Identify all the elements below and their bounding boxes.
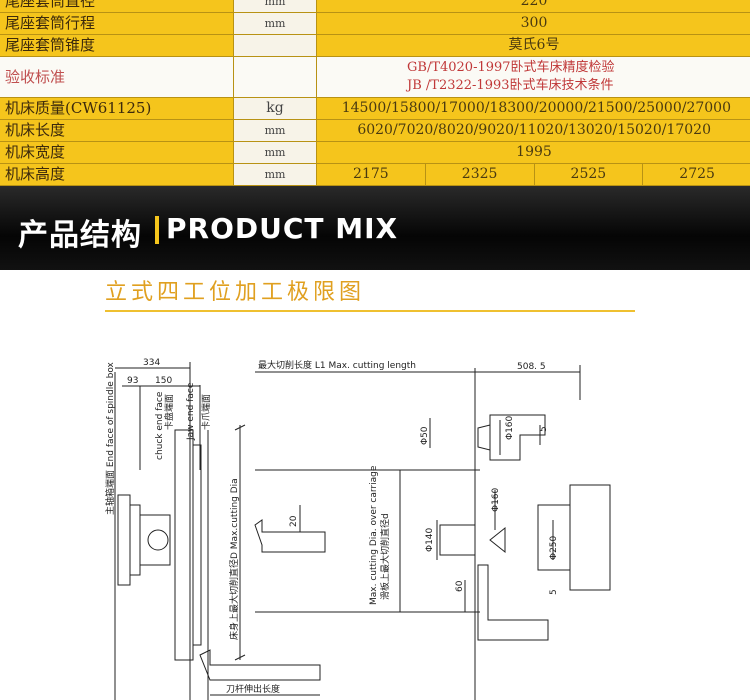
banner-title-en: PRODUCT MIX (166, 212, 399, 245)
label-tool-extension: 刀杆伸出长度 (226, 683, 280, 695)
height-value: 2175 (316, 163, 426, 186)
top-dimensions (114, 362, 581, 700)
row-value: 1995 (316, 141, 750, 164)
label-max-cutting-length: 最大切削长度 L1 Max. cutting length (258, 359, 416, 371)
label-chuck-face-en: chuck end face (155, 391, 165, 460)
dim-334: 334 (143, 358, 160, 368)
height-value: 2525 (533, 163, 644, 186)
tool-holder-lower: 60 (455, 564, 549, 641)
spec-table: 尾座套筒直径 mm 220 尾座套筒行程 mm 300 尾座套筒锥度 莫氏6号 … (0, 0, 750, 186)
table-row: 尾座套筒直径 mm 220 (0, 0, 750, 13)
row-value: 6020/7020/8020/9020/11020/13020/15020/17… (316, 119, 750, 142)
row-label: 尾座套筒行程 (0, 12, 234, 35)
heading-underline (105, 310, 635, 312)
banner-divider (155, 216, 159, 244)
row-label: 尾座套筒锥度 (0, 34, 234, 57)
dim-phi250: Φ250 (549, 535, 559, 560)
section-banner: 产品结构 PRODUCT MIX (0, 186, 750, 270)
height-value: 2725 (642, 163, 750, 186)
chuck-assembly (117, 429, 209, 700)
row-unit: mm (233, 0, 317, 13)
row-label: 机床长度 (0, 119, 234, 142)
table-row: 机床宽度 mm 1995 (0, 141, 750, 164)
label-jaw-face-en: Jaw end face (186, 382, 196, 441)
tool-holder-bottom: 刀杆伸出长度 (199, 649, 321, 696)
banner-title-cn: 产品结构 (18, 218, 142, 253)
row-label: 机床质量(CW61125) (0, 97, 234, 120)
tailstock: Φ50 Φ160 5 (420, 414, 549, 461)
center-work-row: Φ140 Φ160 Φ250 5 (425, 484, 611, 595)
dim-508-5: 508. 5 (517, 362, 546, 372)
row-value: 300 (316, 12, 750, 35)
bed-outline (255, 469, 480, 613)
row-label: 机床宽度 (0, 141, 234, 164)
dim-phi140: Φ140 (425, 527, 435, 552)
table-row: 机床长度 mm 6020/7020/8020/9020/11020/13020/… (0, 119, 750, 142)
dim-phi160-mid: Φ160 (491, 487, 501, 512)
table-row: 尾座套筒行程 mm 300 (0, 12, 750, 35)
row-label: 尾座套筒直径 (0, 0, 234, 13)
row-value: 14500/15800/17000/18300/20000/21500/2500… (316, 97, 750, 120)
row-unit (233, 34, 317, 57)
dim-20: 20 (289, 515, 299, 527)
dim-5-top: 5 (539, 426, 549, 432)
row-unit: mm (233, 141, 317, 164)
dim-150: 150 (155, 376, 172, 386)
bed-diameter-dimension (234, 424, 246, 661)
dim-phi160-top: Φ160 (505, 415, 515, 440)
dim-93: 93 (127, 376, 138, 386)
dim-phi50: Φ50 (420, 426, 430, 445)
tool-holder-left: 20 (254, 505, 326, 553)
dim-60: 60 (455, 580, 465, 592)
row-unit (233, 56, 317, 98)
standard-line-2: JB /T2322-1993卧式车床技术条件 (407, 78, 614, 93)
label-max-dia-bed: 床身上最大切削直径D Max.cutting Dia (228, 478, 240, 640)
table-row: 尾座套筒锥度 莫氏6号 (0, 34, 750, 57)
drawing-heading: 立式四工位加工极限图 (105, 280, 366, 305)
acceptance-standards: GB/T4020-1997卧式车床精度检验 JB /T2322-1993卧式车床… (316, 56, 750, 98)
height-value: 2325 (424, 163, 535, 186)
label-chuck-face-cn: 卡盘端面 (163, 394, 175, 430)
row-unit: kg (233, 97, 317, 120)
row-unit: mm (233, 119, 317, 142)
label-spindle-box: 主轴箱端面 End face of spindle box (104, 361, 116, 515)
dim-5-bottom: 5 (549, 589, 559, 595)
label-max-dia-carriage-en: Max. cutting Dia. over carriage (369, 465, 379, 605)
table-row: 机床质量(CW61125) kg 14500/15800/17000/18300… (0, 97, 750, 120)
label-jaw-face-cn: 卡爪端面 (200, 394, 212, 430)
row-value: 莫氏6号 (316, 34, 750, 57)
table-row: 机床高度 mm 2175 2325 2525 2725 (0, 163, 750, 186)
machining-limit-drawing: 334 93 150 508. 5 最大切削长度 L1 Max. cutting… (104, 358, 611, 700)
row-unit: mm (233, 12, 317, 35)
row-unit: mm (233, 163, 317, 186)
table-row: 验收标准 GB/T4020-1997卧式车床精度检验 JB /T2322-199… (0, 56, 750, 98)
row-value: 220 (316, 0, 750, 13)
label-max-dia-carriage-cn: 滑板上最大切削直径d (379, 513, 391, 600)
row-label: 验收标准 (0, 56, 234, 98)
row-label: 机床高度 (0, 163, 234, 186)
standard-line-1: GB/T4020-1997卧式车床精度检验 (407, 60, 615, 75)
